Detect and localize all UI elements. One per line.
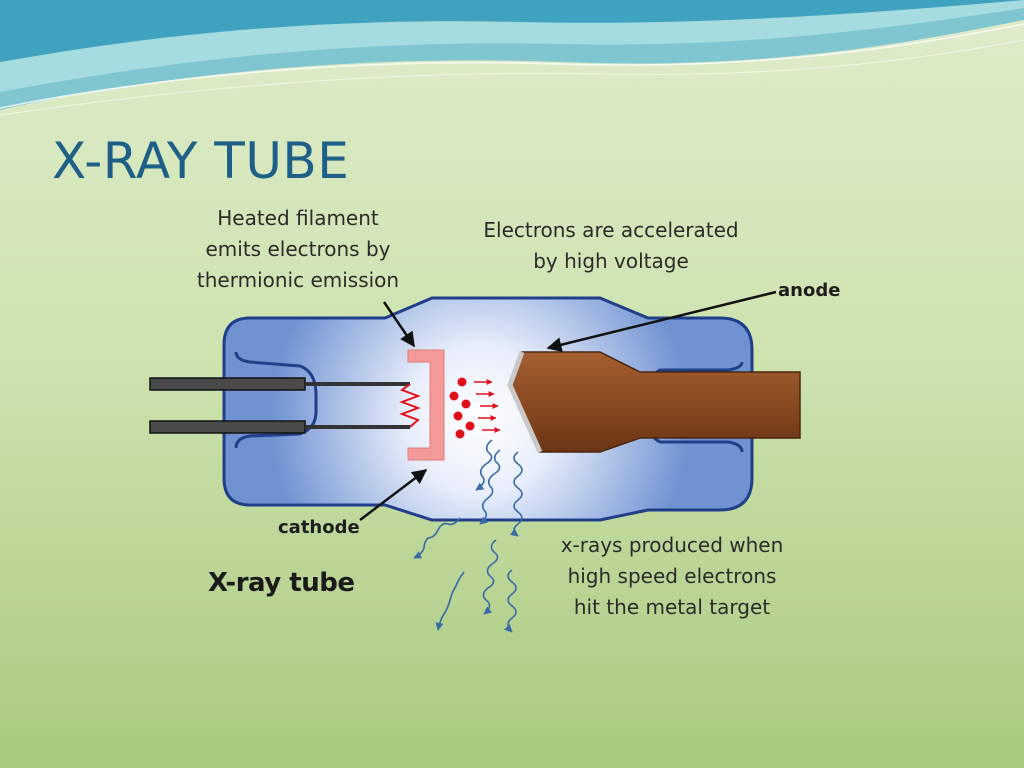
diagram-caption: X-ray tube (208, 568, 355, 598)
cathode-cup (407, 349, 445, 461)
pointer-arrows (359, 290, 777, 521)
label-electrons-accelerated: Electrons are accelerated by high voltag… (466, 215, 756, 277)
label-heated-filament: Heated filament emits electrons by therm… (178, 203, 418, 296)
anode-target (507, 351, 801, 454)
label-xrays-produced: x-rays produced when high speed electron… (540, 530, 804, 623)
header-wave-decoration (0, 0, 1024, 116)
slide-title: X-RAY TUBE (52, 132, 350, 190)
electron-beam (449, 377, 501, 439)
label-xrays-line-3: hit the metal target (573, 595, 771, 619)
label-heated-filament-line-2: emits electrons by (205, 237, 391, 261)
tube-glass (222, 296, 754, 522)
label-electrons-accelerated-line-2: by high voltage (533, 249, 689, 273)
label-heated-filament-line-3: thermionic emission (196, 268, 400, 292)
label-heated-filament-line-1: Heated filament (217, 206, 379, 230)
label-anode: anode (778, 280, 841, 301)
cathode-wires (149, 377, 410, 434)
heated-filament (399, 383, 421, 428)
xray-emissions (413, 439, 523, 633)
label-xrays-line-1: x-rays produced when (560, 533, 784, 557)
label-electrons-accelerated-line-1: Electrons are accelerated (483, 218, 739, 242)
label-cathode: cathode (278, 517, 360, 538)
label-xrays-line-2: high speed electrons (567, 564, 777, 588)
